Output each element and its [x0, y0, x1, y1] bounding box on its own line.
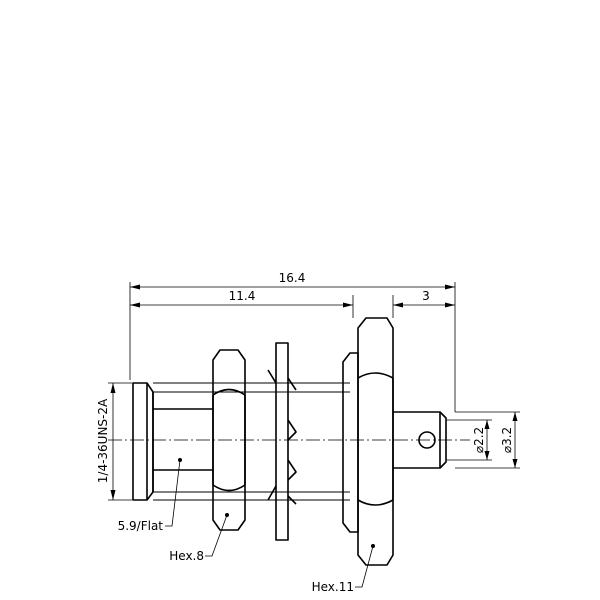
- small-hex-nut: [212, 349, 246, 531]
- pin-diameter-label: ⌀2.2: [472, 427, 486, 453]
- large-hex-callout: Hex.11: [312, 580, 354, 594]
- solder-pin: [393, 411, 447, 469]
- overall-length-label: 16.4: [279, 271, 306, 285]
- shoulder-diameter-label: ⌀3.2: [500, 427, 514, 453]
- body-length-label: 11.4: [229, 289, 256, 303]
- leader-lines: [165, 458, 375, 588]
- diameter-dimensions: [446, 411, 520, 469]
- spacer: [342, 352, 359, 533]
- small-hex-callout: Hex.8: [169, 549, 204, 563]
- lock-washer: [267, 342, 297, 541]
- flat-callout: 5.9/Flat: [118, 519, 164, 533]
- dimension-lines-top: [129, 282, 456, 412]
- pin-length-label: 3: [422, 289, 430, 303]
- threaded-body: [132, 382, 350, 501]
- large-hex-nut: [357, 317, 394, 566]
- thread-dimension: [108, 382, 133, 501]
- thread-spec-label: 1/4-36UNS-2A: [96, 398, 110, 483]
